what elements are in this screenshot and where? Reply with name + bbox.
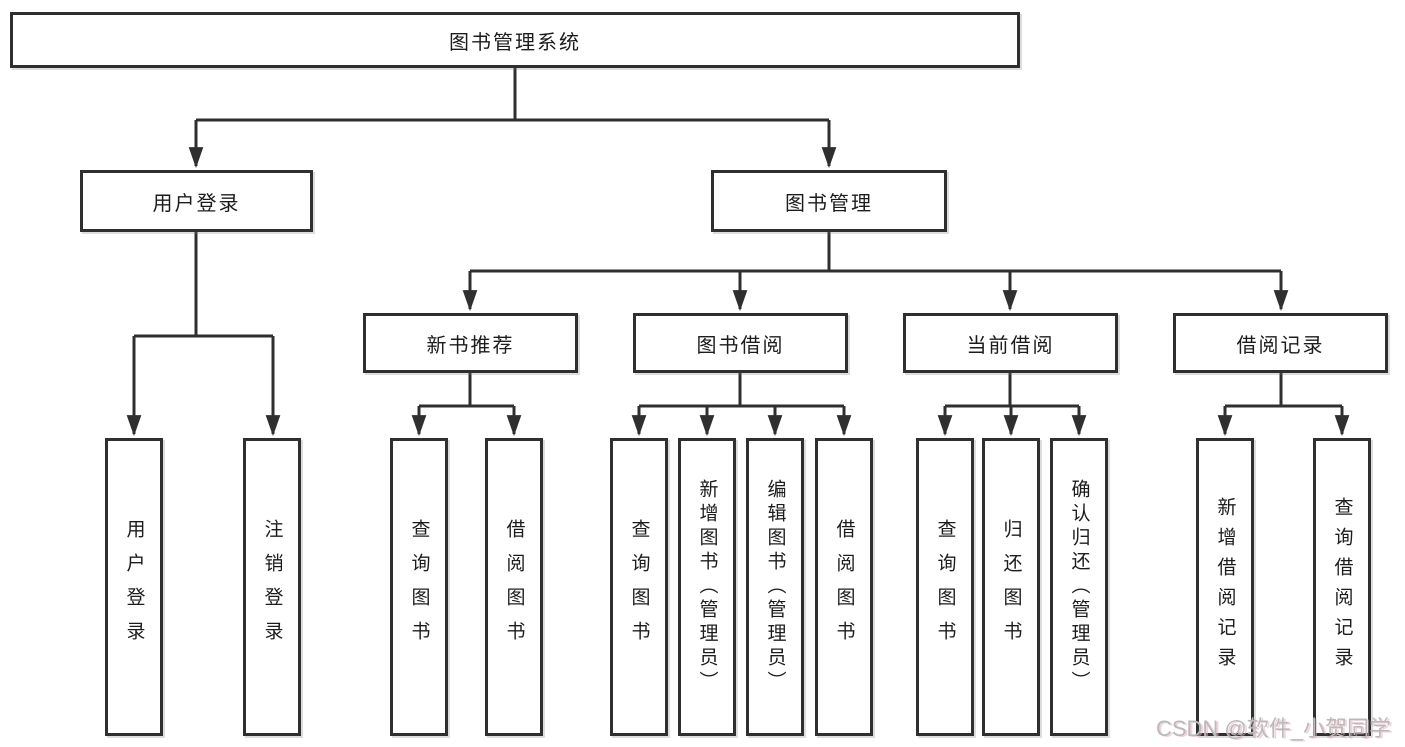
node-label: 借阅记录 [1236, 334, 1325, 357]
node-book-management: 图书管理 [711, 170, 947, 232]
connector-newbook-to-leaves [411, 373, 522, 437]
leaf-label: 新增借阅记录 [1214, 497, 1236, 677]
node-user-login: 用户登录 [80, 170, 313, 232]
leaf-confirm-return-admin: 确认归还（管理员） [1050, 438, 1108, 736]
csdn-watermark: CSDN @软件_小贺同学 [1155, 716, 1391, 741]
connector-records-to-leaves [1217, 373, 1350, 437]
leaf-return-books: 归还图书 [982, 438, 1040, 736]
connector-current-to-leaves [937, 373, 1087, 437]
leaf-newbook-borrow-books: 借阅图书 [485, 438, 543, 736]
node-label: 图书管理 [785, 192, 873, 215]
leaf-borrow-borrow-books: 借阅图书 [815, 438, 873, 736]
leaf-label: 归还图书 [1000, 519, 1022, 655]
node-library-management-system: 图书管理系统 [10, 12, 1020, 68]
leaf-add-books-admin: 新增图书（管理员） [678, 438, 736, 736]
leaf-label: 查询借阅记录 [1331, 497, 1353, 677]
node-label: 用户登录 [152, 192, 241, 215]
node-current-borrow: 当前借阅 [903, 313, 1118, 373]
leaf-label: 查询图书 [408, 519, 430, 655]
leaf-label: 借阅图书 [503, 519, 525, 655]
leaf-label: 查询图书 [934, 519, 956, 655]
connector-root-to-level2 [188, 68, 837, 169]
connector-borrow-to-leaves [631, 373, 852, 437]
leaf-borrow-query-books: 查询图书 [610, 438, 668, 736]
leaf-label: 新增图书（管理员） [696, 479, 718, 695]
node-label: 图书管理系统 [449, 31, 581, 54]
leaf-label: 用户登录 [123, 519, 145, 655]
node-label: 当前借阅 [966, 334, 1055, 357]
leaf-label: 查询图书 [628, 519, 650, 655]
connector-bookmgmt-to-level3 [462, 232, 1289, 312]
leaf-label: 确认归还（管理员） [1068, 479, 1090, 695]
leaf-user-login: 用户登录 [105, 438, 163, 736]
node-label: 图书借阅 [696, 334, 785, 357]
leaf-add-borrow-record: 新增借阅记录 [1196, 438, 1254, 736]
leaf-label: 注销登录 [261, 519, 283, 655]
leaf-current-query-books: 查询图书 [916, 438, 974, 736]
node-label: 新书推荐 [426, 334, 515, 357]
leaf-logout: 注销登录 [243, 438, 301, 736]
node-borrow-records: 借阅记录 [1173, 313, 1388, 373]
node-new-book-recommend: 新书推荐 [363, 313, 578, 373]
leaf-query-borrow-record: 查询借阅记录 [1313, 438, 1371, 736]
connector-userlogin-to-leaves [126, 232, 281, 437]
leaf-label: 编辑图书（管理员） [764, 479, 786, 695]
leaf-label: 借阅图书 [833, 519, 855, 655]
node-book-borrow: 图书借阅 [633, 313, 848, 373]
leaf-newbook-query-books: 查询图书 [390, 438, 448, 736]
leaf-edit-books-admin: 编辑图书（管理员） [746, 438, 804, 736]
